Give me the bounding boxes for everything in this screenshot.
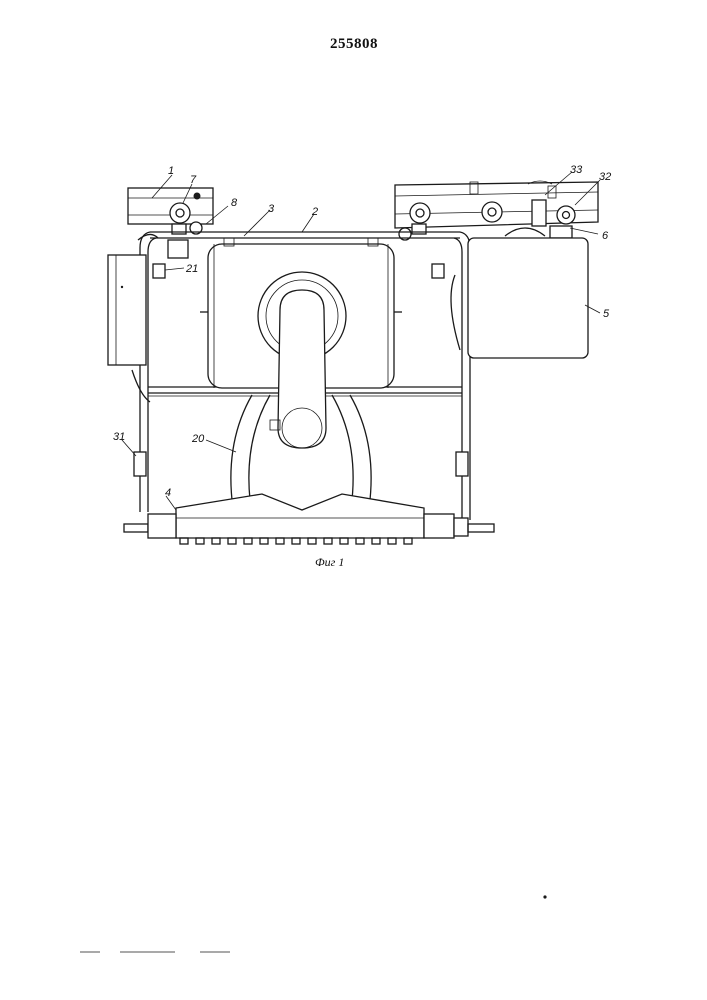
bottom-beam: [124, 494, 494, 544]
bottom-teeth: [180, 538, 412, 544]
label-5: 5: [603, 308, 610, 320]
left-trolley-wheels: [168, 203, 202, 258]
label-4: 4: [165, 487, 171, 499]
right-trolley-wheels: [399, 200, 575, 240]
left-rail-beam: [128, 188, 213, 224]
label-1: 1: [168, 165, 174, 177]
control-box: [451, 228, 588, 358]
label-2: 2: [311, 206, 318, 218]
figure-caption: Фиг 1: [315, 555, 344, 569]
label-33: 33: [570, 164, 583, 176]
left-motor-housing: [108, 234, 158, 402]
label-6: 6: [602, 230, 609, 242]
label-32: 32: [599, 171, 611, 183]
label-31: 31: [113, 431, 125, 443]
label-7: 7: [190, 174, 197, 186]
label-21: 21: [185, 263, 198, 275]
label-20: 20: [191, 433, 205, 445]
label-3: 3: [268, 203, 275, 215]
scan-marks: [80, 895, 547, 952]
label-8: 8: [231, 197, 238, 209]
